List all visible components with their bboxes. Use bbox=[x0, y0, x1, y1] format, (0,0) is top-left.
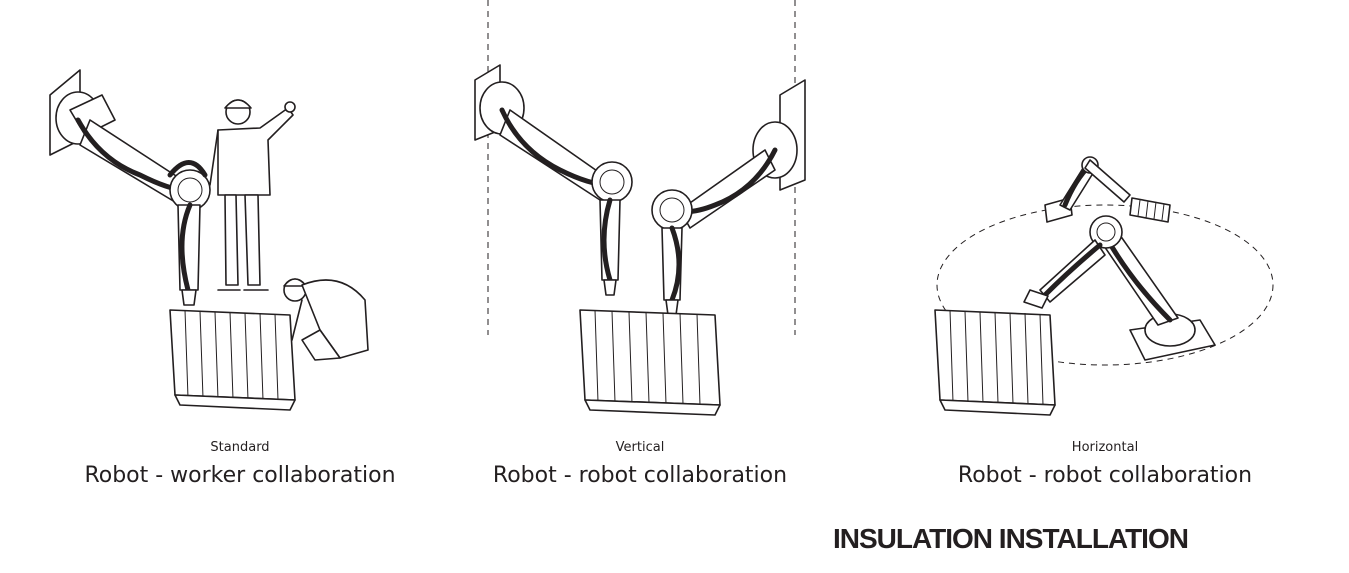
standard-illustration bbox=[49, 69, 369, 411]
vertical-illustration bbox=[474, 0, 806, 416]
standing-worker bbox=[209, 99, 296, 291]
left-robot-arm bbox=[474, 64, 633, 296]
mode-label: Vertical bbox=[615, 440, 665, 455]
right-robot-arm bbox=[651, 79, 806, 316]
insulation-stack bbox=[169, 309, 296, 411]
front-robot-arm bbox=[1023, 215, 1216, 361]
robot-arm bbox=[55, 91, 211, 306]
collaboration-caption: Robot - robot collaboration bbox=[492, 463, 788, 488]
panel-standard: Standard Robot - worker collaboration bbox=[40, 0, 440, 573]
collaboration-caption: Robot - worker collaboration bbox=[84, 463, 396, 488]
collaboration-caption: Robot - robot collaboration bbox=[957, 463, 1253, 488]
section-title: INSULATION INSTALLATION bbox=[833, 523, 1189, 554]
back-robot-arm bbox=[1044, 156, 1171, 223]
horizontal-illustration bbox=[934, 156, 1274, 416]
insulation-stack bbox=[579, 309, 721, 416]
work-envelope-guide bbox=[936, 204, 1274, 366]
insulation-stack bbox=[934, 309, 1056, 416]
panel-vertical: Vertical Robot - robot collaboration bbox=[440, 0, 840, 573]
crouching-worker bbox=[283, 278, 369, 361]
mode-label: Horizontal bbox=[1071, 440, 1139, 455]
panel-horizontal: Horizontal Robot - robot collaboration bbox=[900, 0, 1310, 573]
mode-label: Standard bbox=[210, 440, 270, 455]
